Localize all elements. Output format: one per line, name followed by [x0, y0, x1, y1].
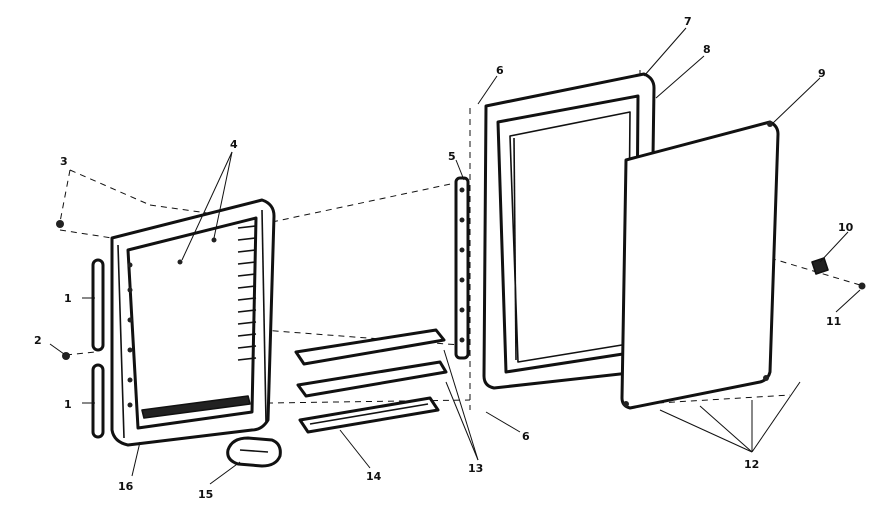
callout-15: 15	[198, 488, 213, 501]
shelf-rails-part-13	[294, 328, 448, 398]
callout-11: 11	[826, 315, 841, 328]
screw-part-11	[858, 282, 866, 290]
shelf-rail-part-14	[298, 396, 440, 434]
callout-12: 12	[744, 458, 759, 471]
callout-3: 3	[60, 155, 68, 168]
hinge-strip-part-5	[454, 176, 470, 360]
screw-part-3	[56, 220, 64, 228]
screws	[56, 220, 70, 360]
callout-leaders	[49, 27, 861, 485]
callout-1a: 1	[64, 292, 72, 305]
callout-7: 7	[684, 15, 692, 28]
callout-10: 10	[838, 221, 854, 234]
bracket-part-15	[226, 436, 282, 468]
handle-fitting-part-10	[811, 257, 829, 275]
callout-14: 14	[366, 470, 382, 483]
door-frame-part-16	[110, 198, 276, 447]
frame-louvers	[237, 225, 257, 361]
callout-1b: 1	[64, 398, 72, 411]
callout-9: 9	[818, 67, 826, 80]
outer-door-panel-part-9	[620, 120, 780, 410]
callout-2: 2	[34, 334, 42, 347]
callout-6a: 6	[496, 64, 504, 77]
callout-4: 4	[230, 138, 238, 151]
inner-panel-part-8	[496, 94, 640, 374]
callout-8: 8	[703, 43, 711, 56]
hinge-bars-part-1	[91, 258, 105, 439]
callout-6b: 6	[522, 430, 530, 443]
callout-16: 16	[118, 480, 134, 493]
callout-labels: 1 1 2 3 4 5 6 6 7 8 9 10 11 12 13 14 15 …	[34, 15, 854, 501]
callout-13: 13	[468, 462, 483, 475]
callout-5: 5	[448, 150, 456, 163]
